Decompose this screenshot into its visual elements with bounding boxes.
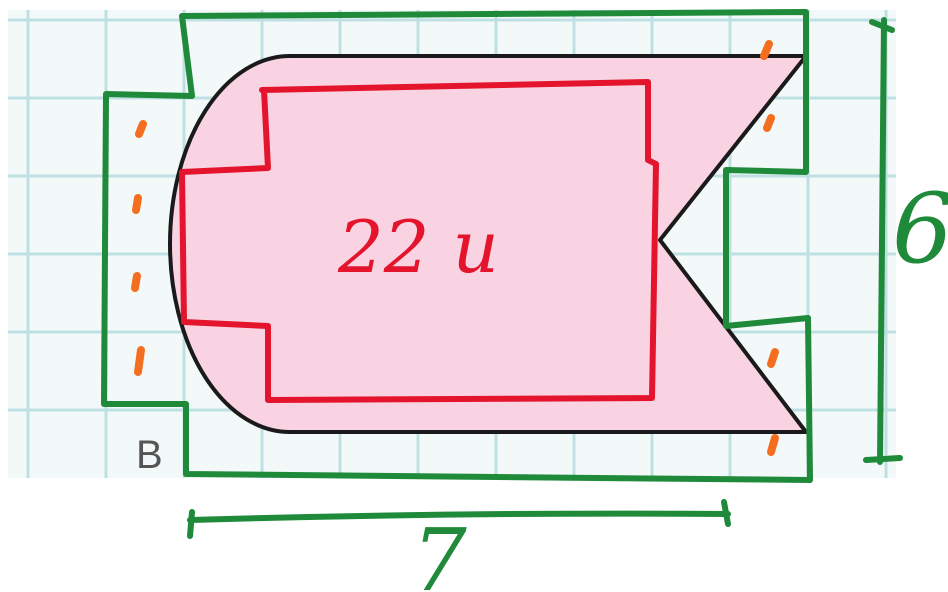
height-bracket-line	[877, 17, 887, 465]
count-mark	[134, 346, 145, 376]
area-annotation: 22 u	[337, 205, 499, 289]
inner-count-outline	[179, 79, 659, 403]
count-mark	[763, 114, 775, 132]
count-mark	[767, 348, 779, 368]
width-annotation: 7	[412, 511, 467, 592]
height-bracket-tick-top	[869, 19, 895, 33]
count-mark	[767, 434, 779, 456]
height-annotation: 6	[892, 173, 948, 285]
width-bracket-tick-left	[187, 509, 195, 539]
count-mark	[760, 40, 773, 60]
width-bracket-line	[187, 510, 731, 523]
count-mark	[132, 194, 142, 214]
height-dimension	[863, 17, 903, 465]
outer-count-outline	[101, 9, 813, 483]
height-bracket-tick-bottom	[863, 455, 903, 463]
figure-label: B	[136, 433, 163, 477]
count-mark	[135, 120, 147, 138]
count-mark	[131, 272, 141, 292]
width-dimension	[187, 499, 731, 539]
width-bracket-tick-right	[721, 499, 731, 527]
partial-square-marks	[131, 40, 779, 456]
